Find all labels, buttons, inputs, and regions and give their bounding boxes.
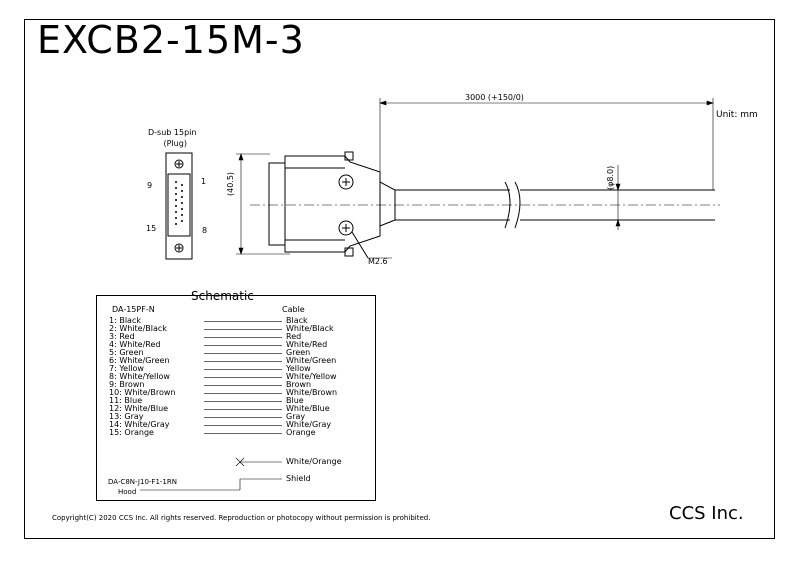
wire-cable-label: White/Black xyxy=(286,324,334,333)
hood-part-label: DA-C8N-J10-F1-1RN xyxy=(108,478,177,486)
height-dimension-lines xyxy=(236,153,290,255)
wire-pin-label: 3: Red xyxy=(109,332,135,341)
wire-line xyxy=(204,393,282,394)
schematic-box xyxy=(96,295,376,501)
jackscrew-bottom-icon xyxy=(174,243,184,253)
pin-label-9: 9 xyxy=(147,181,153,190)
wire-cable-label: Gray xyxy=(286,412,306,421)
schematic-right-header: Cable xyxy=(282,305,305,314)
wire-pin-label: 13: Gray xyxy=(109,412,144,421)
wire-line xyxy=(204,417,282,418)
wire-cable-label: Green xyxy=(286,348,311,357)
pin-label-1: 1 xyxy=(201,177,207,186)
wire-cable-label: White/Red xyxy=(286,340,328,349)
wire-pin-label: 10: White/Brown xyxy=(109,388,176,397)
wire-line xyxy=(204,321,282,322)
wire-line xyxy=(204,377,282,378)
length-dimension-lines xyxy=(379,98,714,190)
unit-label: Unit: mm xyxy=(716,110,758,120)
wire-pin-label: 6: White/Green xyxy=(109,356,170,365)
part-number-title: EXCB2-15M-3 xyxy=(37,18,305,62)
wire-cable-label: White/Blue xyxy=(286,404,330,413)
wire-cable-label: Red xyxy=(286,332,302,341)
jackscrew-side-bottom-icon xyxy=(338,220,354,236)
connector-type-line2: (Plug) xyxy=(163,139,187,148)
cable-length-dimension: 3000 (+150/0) xyxy=(465,93,524,102)
wire-pin-label: 4: White/Red xyxy=(109,340,161,349)
wire-line xyxy=(204,385,282,386)
shield-connection xyxy=(140,478,282,491)
wire-cable-label: White/Gray xyxy=(286,420,332,429)
wire-pin-label: 11: Blue xyxy=(109,396,143,405)
wire-cable-label: White/Yellow xyxy=(286,372,337,381)
unconnected-wire-label: White/Orange xyxy=(286,457,342,466)
wire-line xyxy=(204,369,282,370)
pin-label-15: 15 xyxy=(146,224,157,233)
wire-pin-label: 8: White/Yellow xyxy=(109,372,170,381)
wire-line xyxy=(204,433,282,434)
wire-cable-label: Brown xyxy=(286,380,312,389)
wire-pin-label: 14: White/Gray xyxy=(109,420,170,429)
pin-label-8: 8 xyxy=(202,226,208,235)
cable-body xyxy=(395,181,715,229)
wire-line xyxy=(204,329,282,330)
wire-line xyxy=(204,353,282,354)
hood-label: Hood xyxy=(118,488,137,496)
unconnected-wire xyxy=(235,457,282,467)
shield-label: Shield xyxy=(286,474,311,483)
schematic-left-header: DA-15PF-N xyxy=(112,305,155,314)
wire-pin-label: 5: Green xyxy=(109,348,144,357)
dsub-flange xyxy=(165,152,193,260)
wire-cable-label: White/Green xyxy=(286,356,337,365)
wire-line xyxy=(204,401,282,402)
wire-pin-label: 9: Brown xyxy=(109,380,145,389)
screw-size-label: M2.6 xyxy=(368,257,388,266)
wire-line xyxy=(204,345,282,346)
connector-type-label: D-sub 15pin (Plug) xyxy=(148,127,196,149)
wire-line xyxy=(204,425,282,426)
wire-pin-label: 2: White/Black xyxy=(109,324,167,333)
connector-side-view xyxy=(268,151,396,259)
wire-cable-label: White/Brown xyxy=(286,388,338,397)
wire-line xyxy=(204,337,282,338)
schematic-title: Schematic xyxy=(191,289,254,303)
wire-pin-label: 12: White/Blue xyxy=(109,404,169,413)
wire-pin-label: 7: Yellow xyxy=(109,364,144,373)
drawing-frame xyxy=(24,19,775,539)
wire-cable-label: Black xyxy=(286,316,308,325)
jackscrew-side-top-icon xyxy=(338,174,354,190)
dsub-front-view xyxy=(165,152,193,260)
wire-pin-label: 15: Orange xyxy=(109,428,154,437)
wire-line xyxy=(204,361,282,362)
wire-cable-label: Blue xyxy=(286,396,304,405)
wire-cable-label: Orange xyxy=(286,428,316,437)
pin-array xyxy=(175,181,183,225)
company-name: CCS Inc. xyxy=(669,503,744,524)
copyright-notice: Copyright(C) 2020 CCS Inc. All rights re… xyxy=(52,514,431,522)
diameter-dimension-lines xyxy=(615,165,621,230)
wire-line xyxy=(204,409,282,410)
jackscrew-top-icon xyxy=(174,159,184,169)
dsub-shell xyxy=(167,173,191,237)
wire-cable-label: Yellow xyxy=(286,364,311,373)
wire-pin-label: 1: Black xyxy=(109,316,141,325)
connector-type-line1: D-sub 15pin xyxy=(148,128,197,137)
